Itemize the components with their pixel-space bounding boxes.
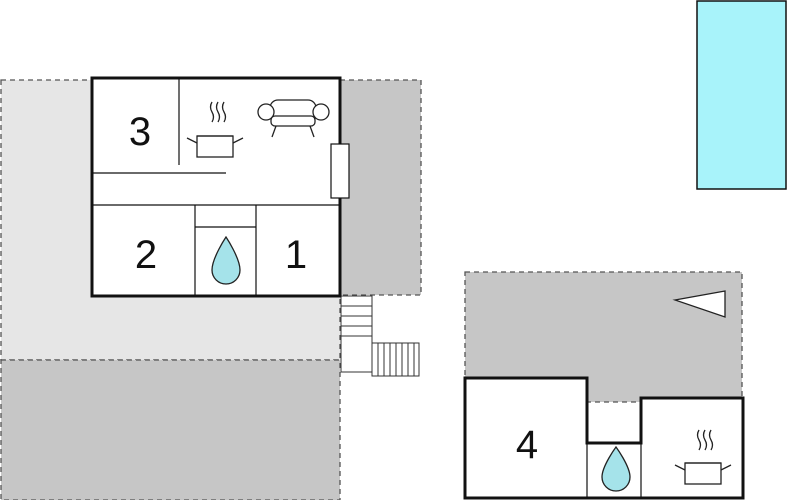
water-drop-icon bbox=[601, 445, 631, 492]
cooking-pot-icon bbox=[186, 101, 244, 158]
deck-chair-icon bbox=[672, 290, 726, 318]
swimming-pool bbox=[696, 0, 787, 190]
room-1-label: 1 bbox=[285, 233, 307, 277]
room-4-label: 4 bbox=[516, 423, 538, 467]
window bbox=[330, 143, 350, 199]
annex-building bbox=[463, 376, 745, 500]
room-3-label: 3 bbox=[129, 110, 151, 154]
sofa-icon bbox=[257, 99, 330, 138]
room-2-label: 2 bbox=[135, 233, 157, 277]
terrace-dark-right bbox=[339, 79, 422, 296]
water-drop-icon bbox=[211, 235, 241, 285]
cooking-pot-icon bbox=[674, 429, 732, 485]
terrace-dark-bottom bbox=[0, 359, 341, 500]
stairs bbox=[340, 295, 420, 377]
